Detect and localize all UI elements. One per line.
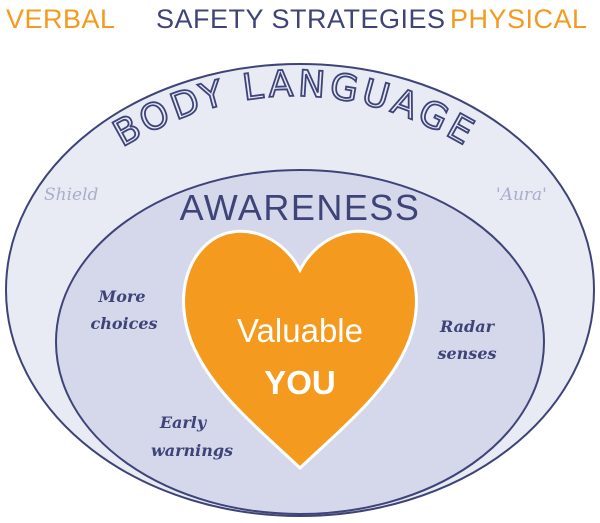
more-choices-line1: More [98, 287, 146, 306]
shield-label: Shield [44, 185, 99, 205]
early-warnings-line2: warnings [151, 441, 233, 460]
radar-senses-line1: Radar [439, 317, 496, 336]
radar-senses-line2: senses [436, 344, 496, 363]
heart-shape [182, 229, 418, 471]
awareness-label: AWARENESS [180, 187, 421, 228]
title-safety-strategies: SAFETY STRATEGIES [156, 4, 446, 34]
aura-label: 'Aura' [496, 185, 547, 205]
heart-valuable-label: Valuable [237, 312, 363, 349]
more-choices-line2: choices [90, 314, 157, 333]
early-warnings-line1: Early [159, 413, 208, 432]
title-bar: VERBAL SAFETY STRATEGIES PHYSICAL [0, 0, 600, 40]
title-physical: PHYSICAL [450, 4, 588, 34]
title-verbal: VERBAL [6, 4, 116, 34]
heart-you-label: YOU [264, 364, 336, 401]
